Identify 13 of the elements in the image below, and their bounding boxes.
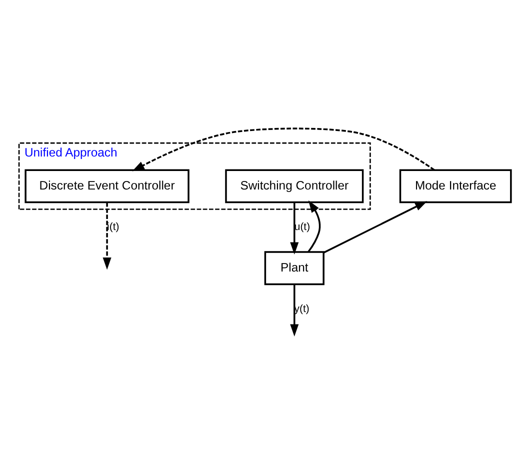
arrow (290, 284, 299, 336)
node-box: Mode Interface (399, 168, 512, 203)
edge-label: i(t) (107, 221, 120, 232)
arrow (323, 200, 428, 253)
arrow (102, 202, 112, 270)
arrow (308, 200, 321, 252)
arrow (132, 127, 435, 171)
edge-label: u(t) (294, 221, 310, 232)
arrow (290, 202, 299, 254)
node-box: Discrete Event Controller (24, 168, 190, 203)
edge-label: y(t) (294, 303, 310, 314)
node-box: Plant (264, 250, 324, 285)
node-box: Switching Controller (225, 168, 364, 203)
